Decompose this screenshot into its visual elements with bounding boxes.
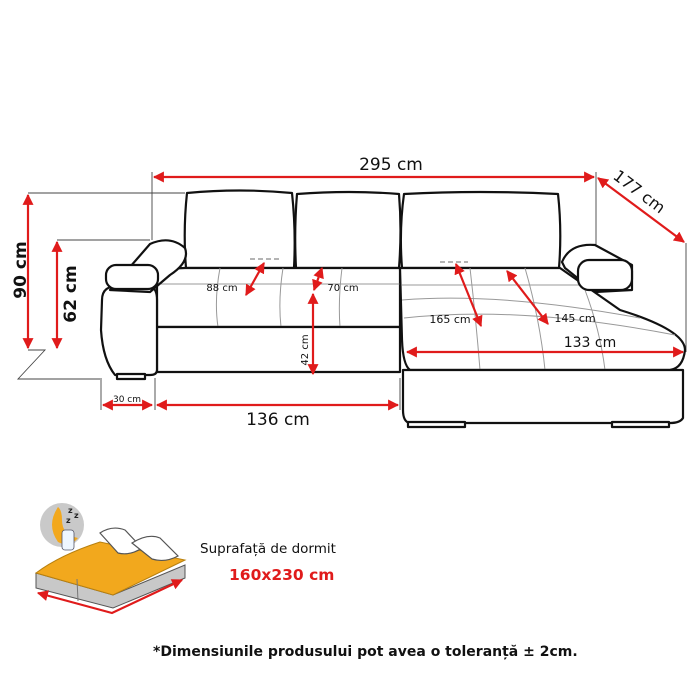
- label-seat-width: 136 cm: [246, 410, 310, 430]
- chaise-outer-arrow: [454, 262, 483, 328]
- left-arm: [99, 284, 159, 377]
- moon-sleep-icon: z z z: [40, 503, 84, 551]
- sleeping-surface-label: Suprafață de dormit: [200, 541, 336, 557]
- sofa-leg: [610, 420, 671, 429]
- sofa-base-left: [155, 325, 402, 374]
- label-chaise-width: 133 cm: [564, 335, 617, 351]
- sofa-leg: [115, 372, 147, 381]
- seat-depth-arrow: [245, 262, 265, 296]
- svg-text:z: z: [74, 511, 79, 520]
- chaise-inner-arrow: [506, 270, 549, 325]
- dimension-arrows: [22, 171, 685, 411]
- label-chaise-inner: 145 cm: [554, 312, 595, 325]
- sofa-drawing: [16, 172, 687, 429]
- right-armrest-pad: [576, 258, 634, 292]
- sleeping-surface-size: 160x230 cm: [229, 566, 335, 584]
- left-armrest-pad: [104, 263, 160, 291]
- sofa-leg: [406, 420, 467, 429]
- back-cushion-middle: [294, 190, 402, 270]
- depth-arrow: [597, 177, 685, 243]
- label-total-height: 90 cm: [11, 241, 31, 298]
- label-chaise-outer: 165 cm: [429, 313, 470, 326]
- label-arm-height: 62 cm: [61, 265, 81, 322]
- label-arm-width: 30 cm: [113, 395, 141, 405]
- bed-icon: [34, 527, 187, 615]
- svg-text:z: z: [66, 516, 71, 525]
- seat-left: [155, 266, 402, 329]
- inner-depth-arrow: [312, 266, 324, 292]
- label-seat-height: 42 cm: [300, 334, 311, 365]
- svg-text:z: z: [68, 506, 73, 515]
- chaise-base: [401, 368, 685, 425]
- label-total-width: 295 cm: [359, 155, 423, 175]
- back-cushion-right: [399, 190, 562, 270]
- label-inner-depth: 70 cm: [327, 283, 358, 294]
- back-cushion-left: [183, 189, 296, 270]
- label-seat-depth: 88 cm: [206, 283, 237, 294]
- tolerance-note: *Dimensiunile produsului pot avea o tole…: [153, 644, 578, 660]
